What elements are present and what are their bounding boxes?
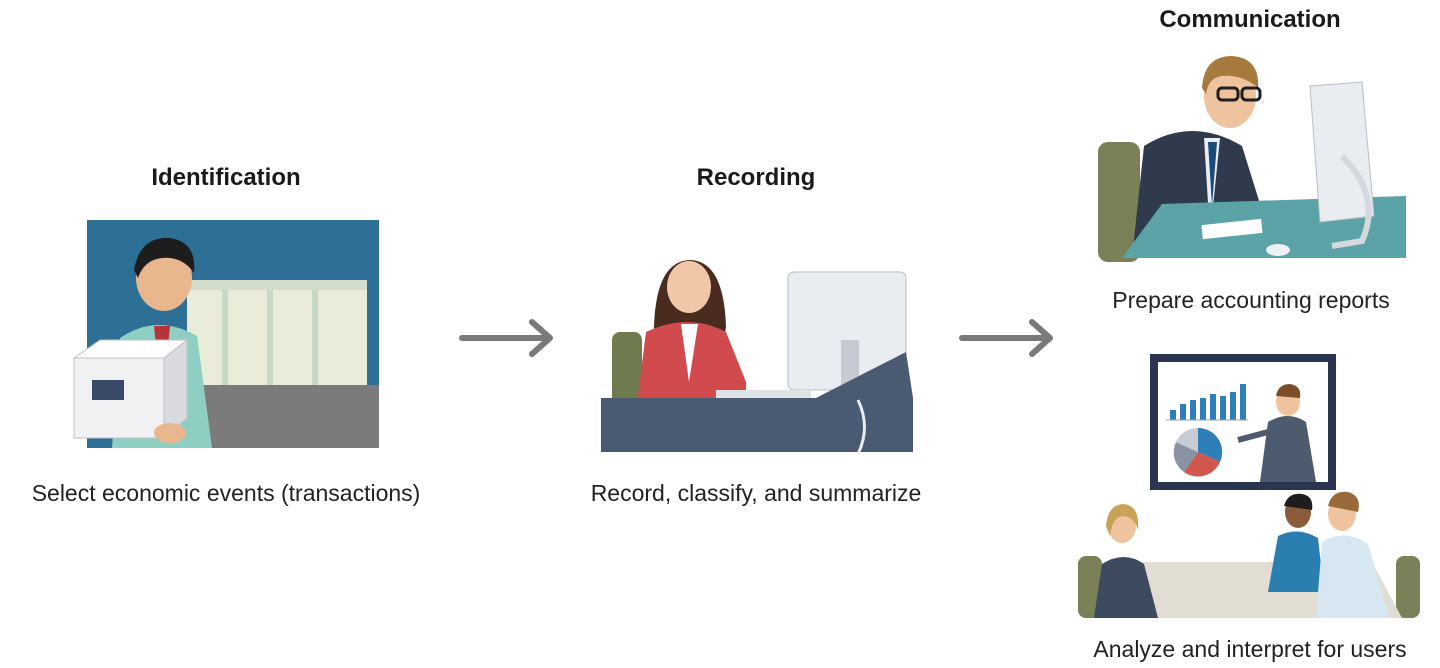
- presentation-illustration: [1150, 354, 1336, 490]
- caption-identification: Select economic events (transactions): [31, 480, 421, 506]
- meeting-illustration: [1078, 491, 1420, 618]
- recording-illustration: [601, 260, 913, 454]
- identification-illustration: [72, 220, 379, 448]
- caption-prepare-reports: Prepare accounting reports: [1112, 287, 1390, 313]
- caption-analyze-interpret: Analyze and interpret for users: [1093, 636, 1407, 662]
- heading-recording: Recording: [696, 164, 816, 191]
- prepare-reports-illustration: [1098, 56, 1406, 262]
- heading-communication: Communication: [1159, 6, 1341, 33]
- right-arrow-icon: [959, 319, 1053, 357]
- heading-identification: Identification: [151, 164, 301, 191]
- right-arrow-icon: [459, 319, 553, 357]
- caption-recording: Record, classify, and summarize: [590, 480, 922, 506]
